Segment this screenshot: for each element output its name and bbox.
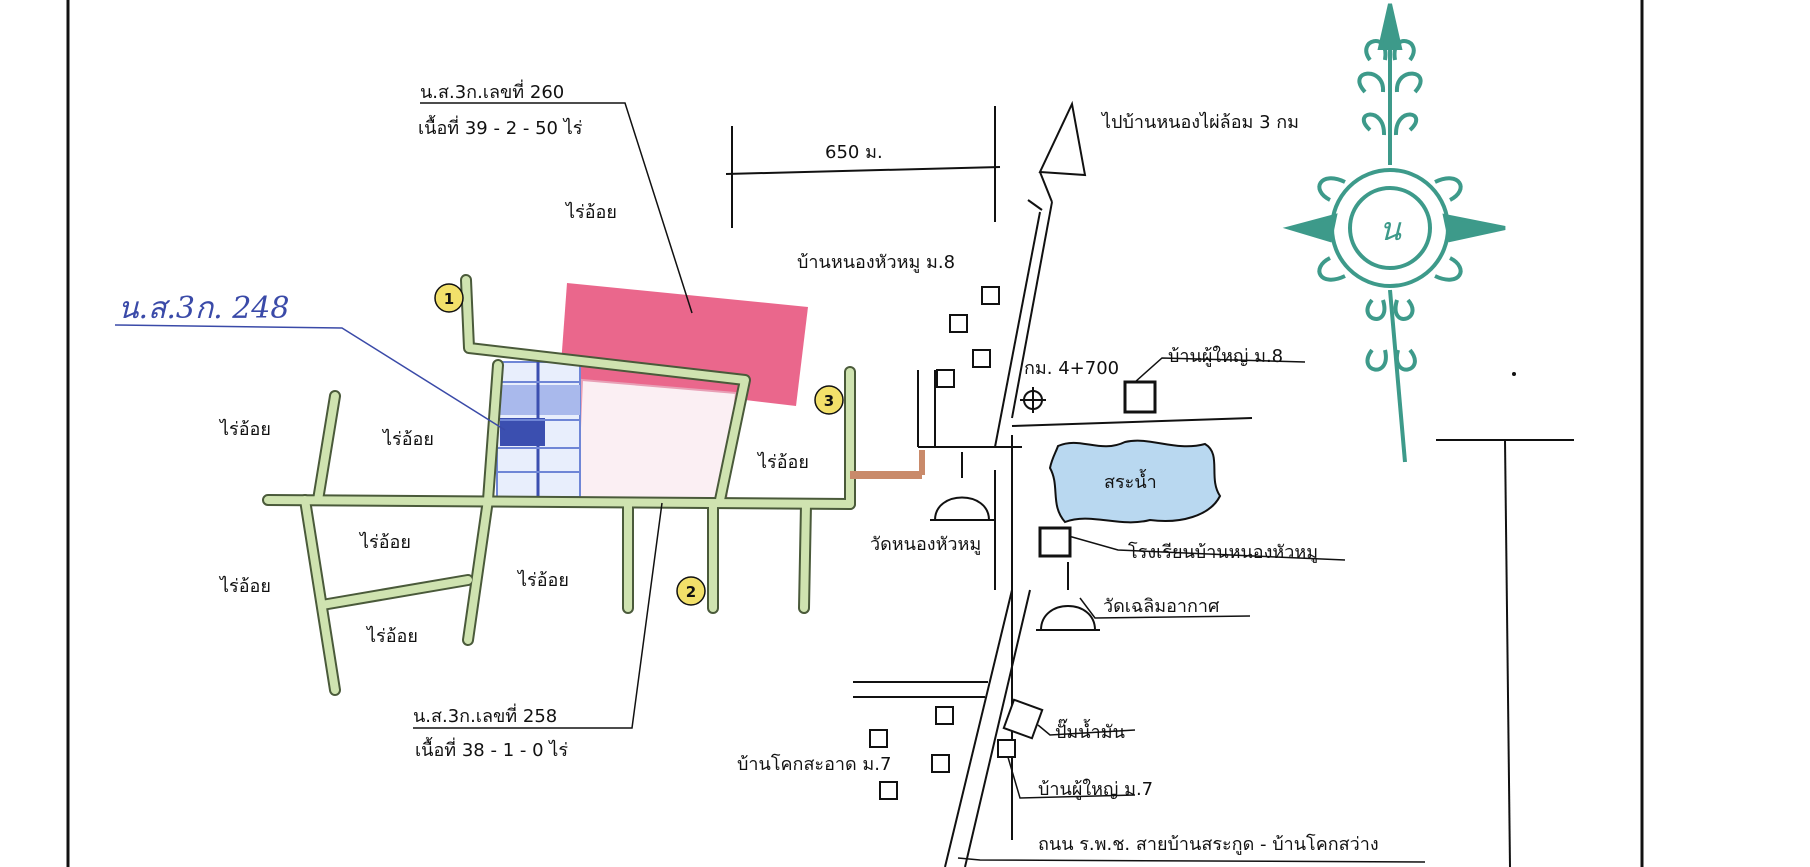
temple-nong-hua-mu — [930, 452, 994, 521]
parcel-248-grid — [496, 361, 581, 498]
right-marker-line — [1436, 439, 1574, 867]
compass-rose — [1282, 3, 1506, 463]
field-label: ไร่อ้อย — [218, 575, 271, 597]
buildings — [869, 286, 1157, 800]
pond-label: สระน้ำ — [1104, 469, 1157, 493]
scale-bar — [725, 106, 1001, 228]
pond — [1048, 439, 1222, 524]
parcel-258-title: น.ส.3ก.เลขที่ 258 — [413, 703, 557, 727]
direction-label: ไปบ้านหนองไผ่ล้อม 3 กม — [1100, 111, 1299, 133]
farm-roads — [262, 274, 856, 696]
parcel-258 — [575, 378, 738, 501]
field-label: ไร่อ้อย — [564, 201, 617, 223]
school-label: โรงเรียนบ้านหนองหัวหมู — [1128, 541, 1318, 563]
north-symbol: น — [1379, 210, 1402, 248]
field-label: ไร่อ้อย — [358, 531, 411, 553]
parcel-248-handwritten: น.ส.3ก. 248 — [118, 291, 289, 326]
wat-nong-hua-mu-label: วัดหนองหัวหมู — [870, 534, 981, 555]
village-nong-hua-mu-label: บ้านหนองหัวหมู ม.8 — [797, 252, 955, 273]
parcel-258-area: เนื้อที่ 38 - 1 - 0 ไร่ — [415, 737, 568, 761]
field-label: ไร่อ้อย — [756, 451, 809, 473]
phu-yai-m8-label: บ้านผู้ใหญ่ ม.8 — [1168, 345, 1283, 367]
km-marker-symbol — [1020, 387, 1046, 413]
svg-text:2: 2 — [686, 583, 696, 601]
temple-chaloem — [1036, 562, 1100, 631]
point-marker-3: 3 — [814, 385, 844, 415]
access-road — [850, 450, 925, 479]
leader-lines — [114, 102, 1426, 863]
svg-text:1: 1 — [444, 290, 454, 308]
direction-arrow — [1038, 100, 1087, 203]
dot-mark — [1512, 372, 1516, 376]
km-marker-label: กม. 4+700 — [1024, 358, 1119, 379]
parcel-260-title: น.ส.3ก.เลขที่ 260 — [420, 79, 564, 103]
map-frame — [66, 0, 1644, 867]
road-label: ถนน ร.พ.ช. สายบ้านสระกูด - บ้านโคกสว่าง — [1038, 833, 1379, 855]
phu-yai-m7-label: บ้านผู้ใหญ่ ม.7 — [1038, 778, 1153, 800]
field-label: ไร่อ้อย — [381, 428, 434, 450]
field-label: ไร่อ้อย — [516, 569, 569, 591]
svg-text:3: 3 — [824, 392, 834, 410]
main-roads — [853, 199, 1253, 867]
point-marker-2: 2 — [676, 576, 706, 606]
field-label: ไร่อ้อย — [365, 625, 418, 647]
parcel-260-area: เนื้อที่ 39 - 2 - 50 ไร่ — [418, 115, 583, 139]
point-marker-1: 1 — [434, 283, 464, 313]
gas-station-label: ปั๊มน้ำมัน — [1055, 718, 1125, 743]
scale-label: 650 ม. — [825, 142, 883, 163]
village-khok-sa-at-label: บ้านโคกสะอาด ม.7 — [737, 753, 891, 775]
wat-chaloem-label: วัดเฉลิมอากาศ — [1103, 596, 1220, 617]
field-label: ไร่อ้อย — [218, 418, 271, 440]
